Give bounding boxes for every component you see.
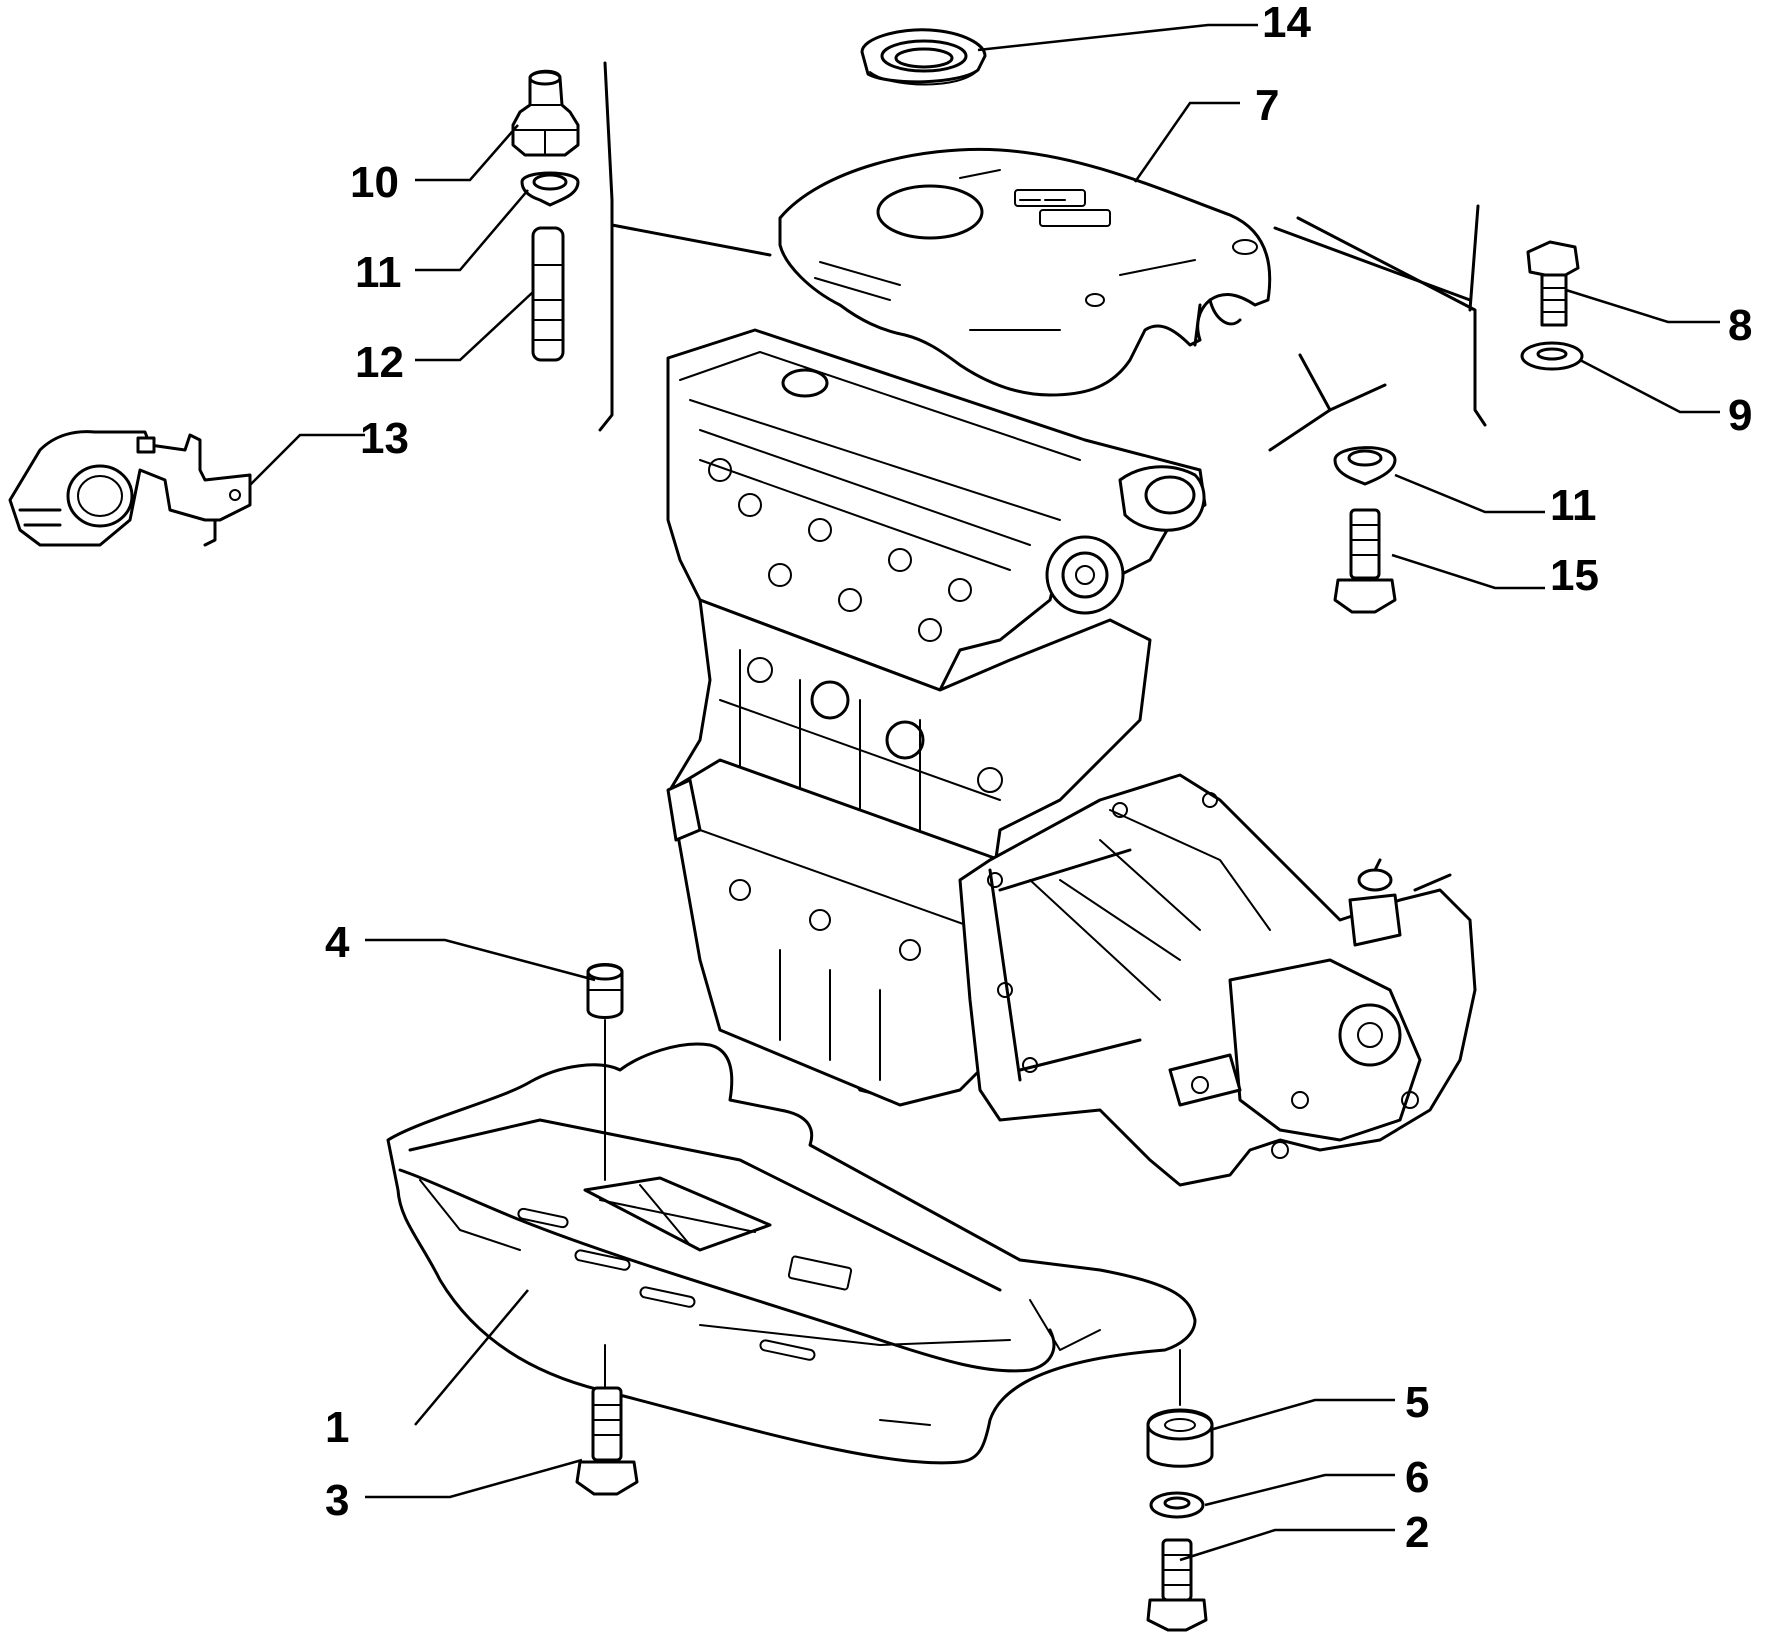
callout-12: 12	[355, 338, 404, 387]
part-11-washer-upper	[520, 171, 580, 207]
part-14-grommet	[860, 28, 987, 86]
engine-block	[666, 328, 1207, 1107]
callout-13: 13	[360, 414, 409, 463]
part-8-bolt	[1526, 240, 1580, 327]
part-4-bushing	[586, 963, 624, 1019]
callout-8: 8	[1728, 301, 1752, 350]
callout-11-upper: 11	[355, 248, 402, 297]
part-3-flange-bolt	[575, 1386, 639, 1496]
part-7-engine-cover	[778, 147, 1272, 397]
callout-2: 2	[1405, 1508, 1429, 1557]
callout-4: 4	[325, 918, 350, 967]
part-9-washer	[1520, 341, 1584, 371]
gearbox	[958, 773, 1477, 1187]
part-2-flange-bolt	[1146, 1538, 1208, 1632]
part-12-stud	[531, 226, 565, 362]
callout-9: 9	[1728, 391, 1752, 440]
callout-14: 14	[1262, 0, 1311, 47]
callout-1: 1	[325, 1403, 349, 1452]
explode-lines	[598, 61, 1487, 1406]
callout-7: 7	[1255, 81, 1279, 130]
part-5-spacer	[1146, 1408, 1214, 1468]
part-10-nut	[511, 69, 580, 157]
callout-3: 3	[325, 1476, 349, 1525]
callout-5: 5	[1405, 1378, 1429, 1427]
callout-11-right: 11	[1550, 481, 1597, 530]
callout-10: 10	[350, 158, 399, 207]
leader-lines	[249, 23, 1720, 1562]
part-15-flange-bolt	[1333, 508, 1397, 614]
part-6-washer	[1149, 1491, 1205, 1519]
callout-labels: 1 2 3 4 5 6 7 8 9 10 11 11 12 13 14 15	[325, 0, 1752, 1557]
part-11-washer-right	[1333, 446, 1397, 486]
callout-15: 15	[1550, 551, 1599, 600]
part-13-bracket	[8, 430, 252, 547]
part-1-undertray	[386, 1042, 1197, 1465]
callout-6: 6	[1405, 1453, 1429, 1502]
